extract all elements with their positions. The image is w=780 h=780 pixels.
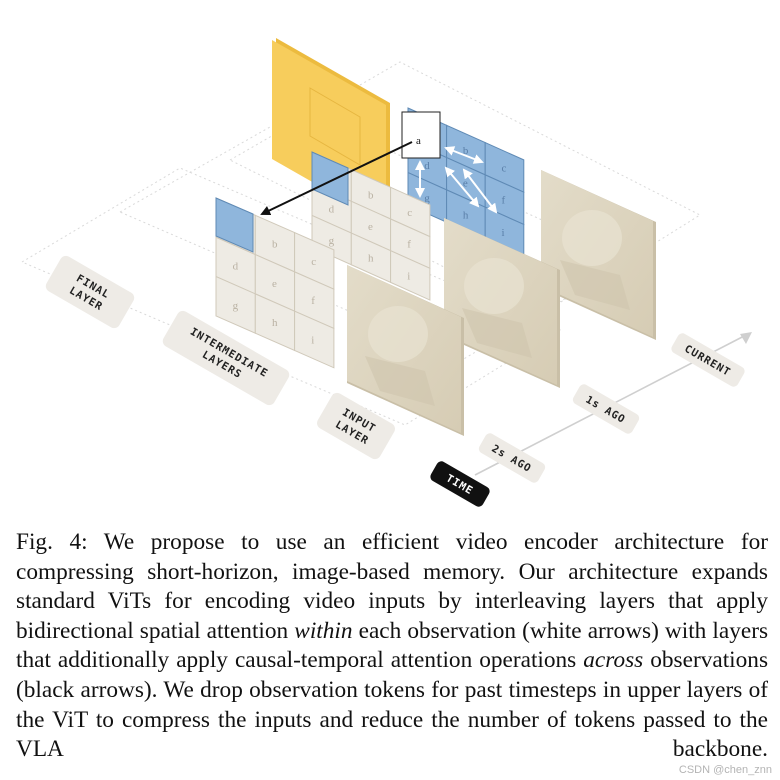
input-image-current [541,170,656,340]
token-cell-label: g [424,192,430,204]
final-layer-label: FINAL LAYER [45,255,135,329]
token-cell-label: b [272,239,278,251]
token-cell-label: d [424,160,430,172]
token-cell-label: e [368,221,373,233]
token-cell [294,310,335,369]
token-cell-label: d [329,203,335,215]
token-cell-label: f [407,239,411,251]
time-badge: TIME [430,461,490,507]
token-cell-label: f [502,195,506,207]
token-cell-label: g [329,235,335,247]
token-cell-label: i [311,334,314,346]
temporal-attention-arrow [260,141,413,216]
intermediate-panel-1s: b c d e f g h i [311,151,431,301]
token-cell-label: c [311,256,316,268]
caption-emphasis-within: within [294,617,353,644]
token-cell-label: f [311,295,315,307]
watermark: CSDN @chen_znn [678,764,772,776]
query-token-label: a [416,135,421,147]
token-cell-label: h [272,317,278,329]
input-image-1s [444,218,560,388]
token-cell-label: c [502,162,507,174]
caption-label: Fig. 4: [16,529,88,555]
token-cell-label: h [463,210,469,222]
query-token-box [401,111,441,159]
token-cell-label: h [368,253,374,265]
caption-text-1: We propose to use an efficient video enc… [16,529,768,644]
caption-text-2: each observation (white arrows) with lay… [16,617,769,674]
token-cell-label: i [407,270,410,282]
token-cell-label: c [407,207,412,219]
caption-text-3: observations (black arrows). We drop obs… [16,647,769,763]
spatial-attention-arrows [415,146,498,214]
input-image-2s [347,265,464,436]
input-layer-label: INPUT LAYER [317,392,395,460]
figure-caption: Fig. 4: We propose to use an efficient v… [16,528,768,765]
token-cell-label: i [502,227,505,239]
time-label-1s-ago: 1s AGO [572,384,640,434]
token-cell-label: b [368,189,374,201]
token-cell [390,249,431,301]
token-cell-label: g [233,300,239,312]
token-cell-label: e [272,278,277,290]
token-cell-label: d [233,261,239,273]
time-label-2s-ago: 2s AGO [478,433,546,483]
caption-emphasis-across: across [583,647,644,674]
